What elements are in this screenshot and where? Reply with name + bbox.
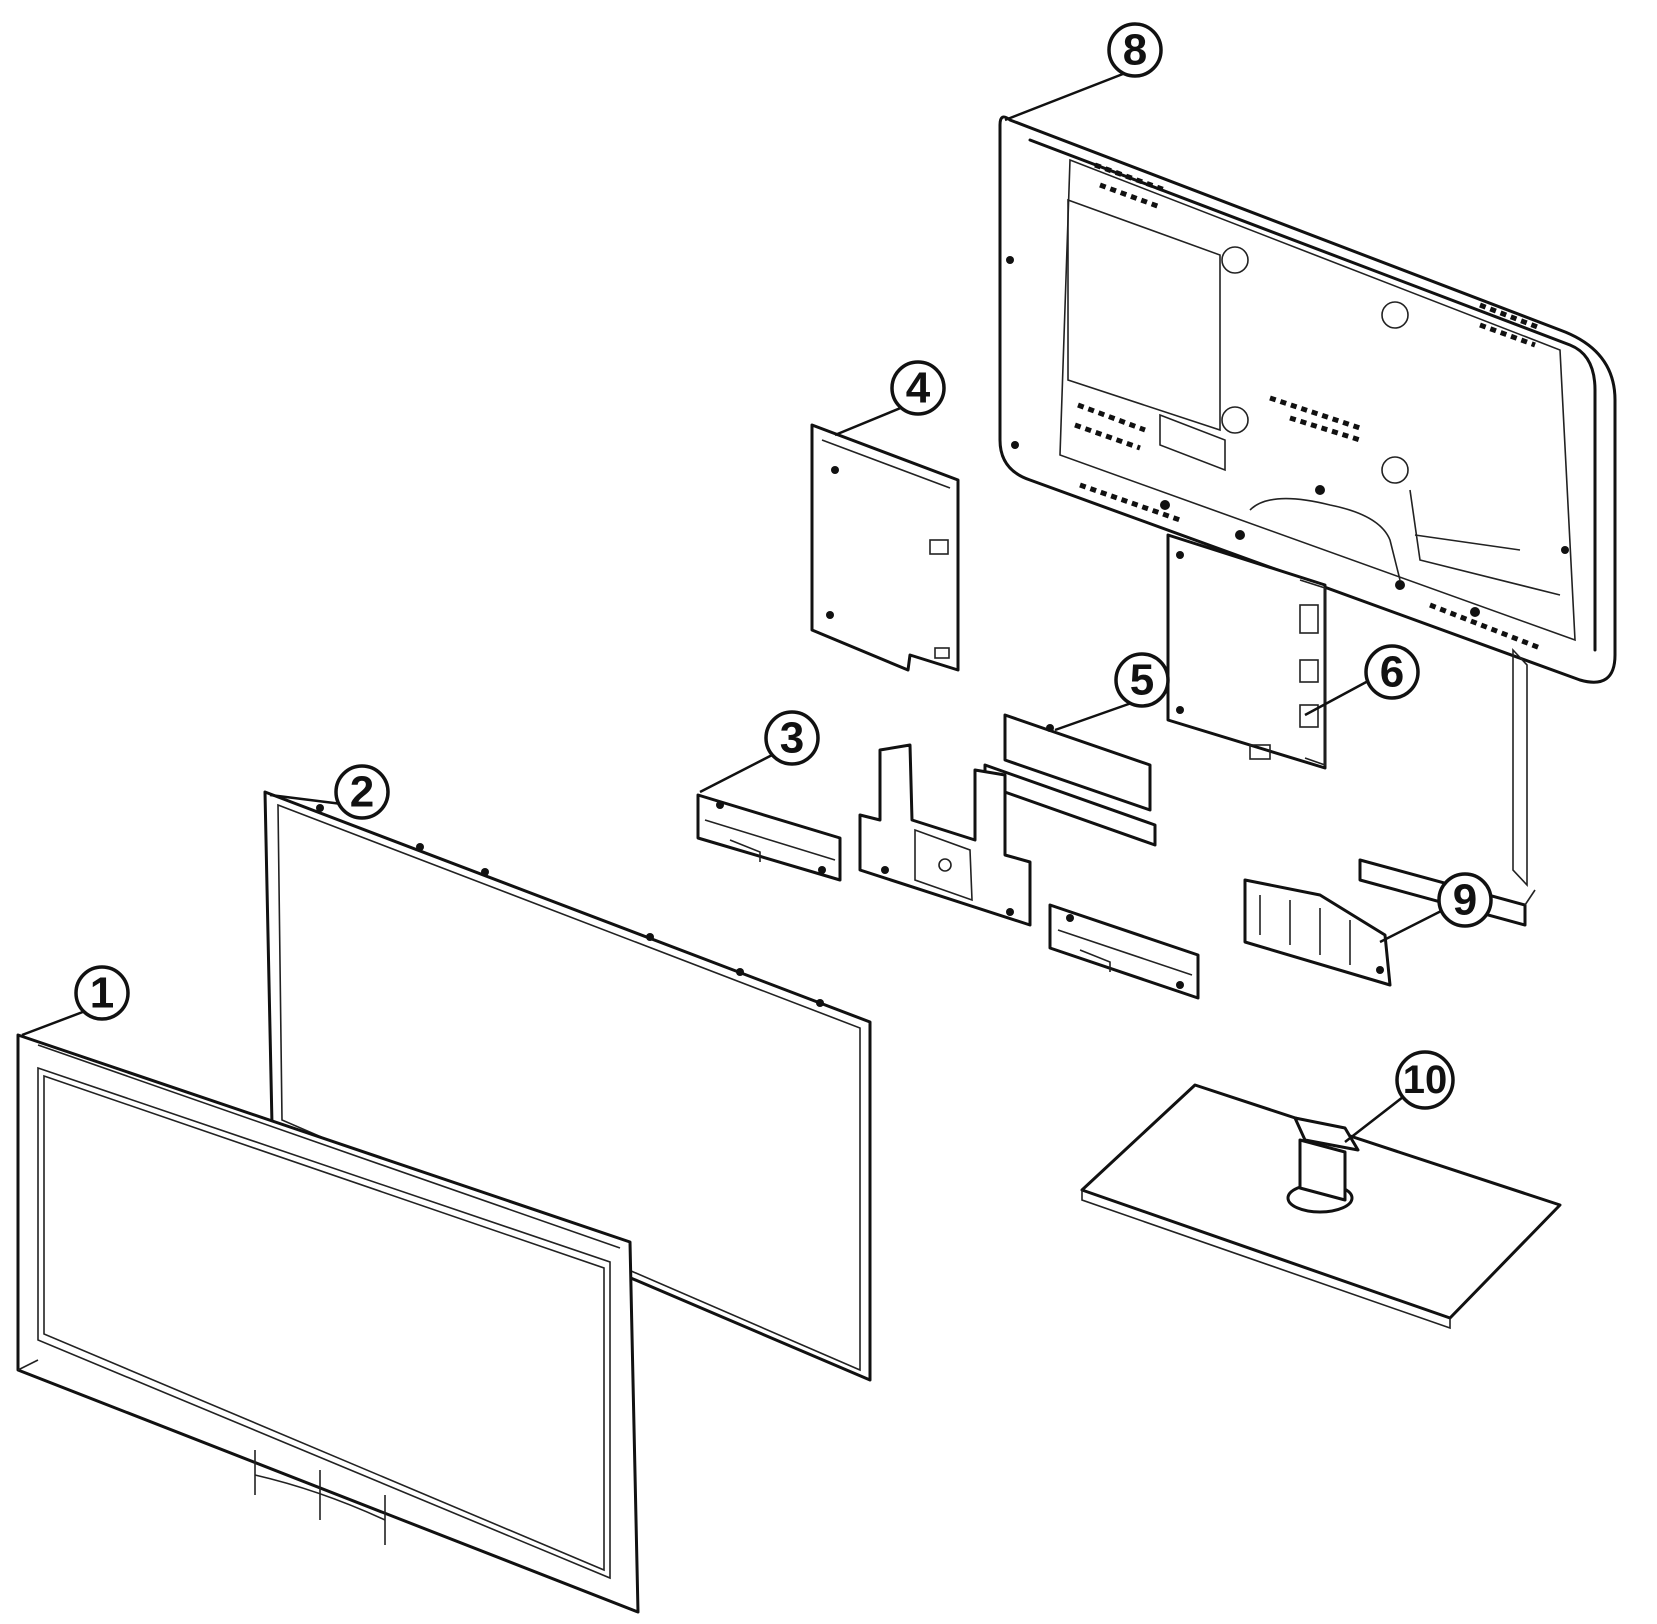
callout-6: 6 [1364,644,1420,700]
lcd-panel-part-2 [263,790,872,1382]
callout-5-label: 5 [1130,656,1154,705]
callout-2-label: 2 [350,768,374,817]
main-board-part-6 [1166,533,1327,770]
callout-4-label: 4 [906,364,931,413]
callout-5: 5 [1114,652,1170,708]
callout-10-label: 10 [1403,1058,1448,1102]
callout-1-label: 1 [90,969,114,1018]
callout-6-label: 6 [1380,648,1404,697]
stand-cover-part-9 [1243,878,1392,987]
front-bezel-part-1 [16,1033,640,1614]
callout-8: 8 [1107,22,1163,78]
callout-4: 4 [890,360,946,416]
speaker-part-3-left [696,793,842,882]
callout-3-label: 3 [780,714,804,763]
callout-3: 3 [764,710,820,766]
base-stand-part-10 [1080,1083,1562,1330]
speaker-part-3-right [1048,903,1200,1000]
bracket-part-5 [983,713,1157,847]
callout-9: 9 [1437,872,1493,928]
callout-9-label: 9 [1453,876,1477,925]
stand-bracket [858,743,1032,927]
callout-10: 10 [1395,1050,1455,1110]
rear-cover-part-8 [998,115,1617,684]
callout-2: 2 [334,764,390,820]
callout-8-label: 8 [1123,26,1147,75]
callout-1: 1 [74,965,130,1021]
power-board-part-4 [810,423,960,672]
